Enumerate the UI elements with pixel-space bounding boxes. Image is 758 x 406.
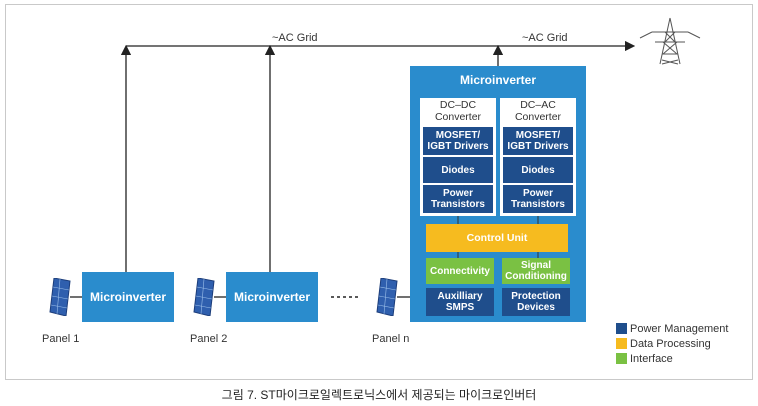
legend-swatch [616, 338, 627, 349]
solar-panel-icon [49, 278, 71, 316]
legend-item: Power Management [616, 321, 728, 336]
panel-label-1: Panel 1 [42, 333, 80, 345]
protection-devices-block: Protection Devices [502, 288, 570, 316]
microinverter-2: Microinverter [226, 272, 318, 322]
auxiliary-smps-block: Auxilliary SMPS [426, 288, 494, 316]
legend-item: Interface [616, 351, 728, 366]
signal-conditioning-block: Signal Conditioning [502, 258, 570, 284]
solar-panel-icon [376, 278, 398, 316]
dcac-mosfet-drivers: MOSFET/ IGBT Drivers [502, 126, 574, 156]
legend-label: Interface [630, 352, 673, 365]
solar-panel-icon [193, 278, 215, 316]
grid-label-right: ~AC Grid [522, 32, 568, 44]
dcdc-power-transistors: Power Transistors [422, 184, 494, 214]
legend-item: Data Processing [616, 336, 728, 351]
control-unit: Control Unit [426, 224, 568, 252]
microinverter-detail-title: Microinverter [459, 73, 537, 87]
legend-label: Power Management [630, 322, 729, 335]
figure-caption: 그림 7. ST마이크로일렉트로닉스에서 제공되는 마이크로인버터 [221, 388, 537, 402]
dcac-diodes: Diodes [502, 156, 574, 184]
legend-label: Data Processing [630, 337, 711, 350]
legend: Power Management Data Processing Interfa… [616, 321, 728, 366]
dcdc-mosfet-drivers: MOSFET/ IGBT Drivers [422, 126, 494, 156]
microinverter-1: Microinverter [82, 272, 174, 322]
legend-swatch [616, 323, 627, 334]
dcdc-diodes: Diodes [422, 156, 494, 184]
legend-swatch [616, 353, 627, 364]
dcac-power-transistors: Power Transistors [502, 184, 574, 214]
dcdc-converter-title: DC–DC Converter [434, 99, 482, 123]
grid-label-left: ~AC Grid [272, 32, 318, 44]
connectivity-block: Connectivity [426, 258, 494, 284]
panel-label-2: Panel 2 [190, 333, 228, 345]
dcac-converter-title: DC–AC Converter [514, 99, 562, 123]
internal-connectors [457, 216, 539, 258]
power-tower-icon [639, 17, 701, 65]
panel-label-n: Panel n [372, 333, 410, 345]
